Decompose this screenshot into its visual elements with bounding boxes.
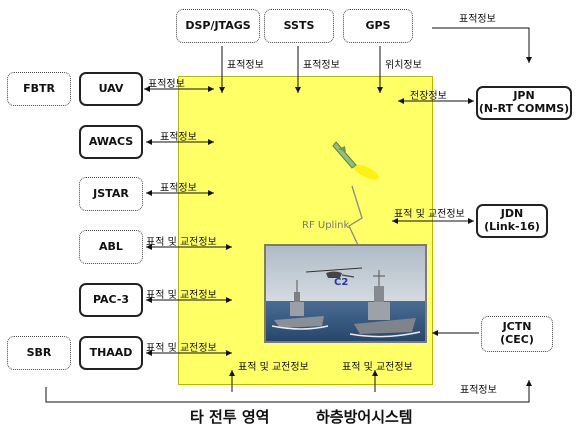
caption-lower-tier-defense: 하층방어시스템 [316, 408, 413, 426]
gps-box: GPS [343, 9, 413, 43]
c2-label: C2 [334, 277, 349, 288]
abl-label: ABL [99, 239, 123, 253]
pac3-box: PAC-3 [79, 283, 143, 317]
link-label-jstar: 표적정보 [160, 183, 197, 194]
dsp-jtags-box: DSP/JTAGS [176, 9, 260, 43]
jdn-box: JDN (Link-16) [476, 204, 548, 238]
link-label-bottom-bracket: 표적정보 [460, 385, 497, 396]
pac3-label: PAC-3 [92, 292, 130, 306]
ships-photo: C2 [264, 244, 427, 343]
link-label-uav: 표적정보 [148, 79, 185, 90]
link-label-gps: 위치정보 [385, 60, 422, 71]
jpn-sublabel: (N-RT COMMS) [478, 102, 570, 115]
link-label-bottom-left: 표적 및 교전정보 [238, 362, 309, 373]
link-label-jdn: 표적 및 교전정보 [394, 209, 465, 220]
link-label-ssts: 표적정보 [303, 60, 340, 71]
jpn-label: JPN [513, 89, 535, 103]
jctn-label: JCTN [502, 320, 532, 334]
caption-other-battle-area: 타 전투 영역 [190, 408, 270, 426]
link-label-awacs: 표적정보 [160, 132, 197, 143]
abl-box: ABL [79, 230, 143, 264]
ssts-box: SSTS [264, 9, 334, 43]
link-label-dsp: 표적정보 [227, 60, 264, 71]
link-label-pac3: 표적 및 교전정보 [146, 290, 217, 301]
jdn-sublabel: (Link-16) [484, 220, 540, 233]
rf-uplink-label: RF Uplink [302, 220, 350, 231]
ships-illustration [266, 246, 425, 341]
jdn-label: JDN [500, 207, 524, 221]
sbr-box: SBR [7, 336, 71, 370]
uav-label: UAV [98, 81, 124, 95]
jpn-box: JPN (N-RT COMMS) [476, 86, 572, 120]
thaad-label: THAAD [89, 345, 133, 359]
fbtr-label: FBTR [23, 81, 55, 95]
jstar-box: JSTAR [79, 177, 143, 211]
sbr-label: SBR [26, 345, 52, 359]
jctn-sublabel: (CEC) [500, 333, 534, 346]
jstar-label: JSTAR [93, 186, 129, 200]
fbtr-box: FBTR [7, 72, 71, 106]
uav-box: UAV [79, 72, 143, 106]
jctn-box: JCTN (CEC) [481, 316, 553, 352]
link-label-abl: 표적 및 교전정보 [146, 237, 217, 248]
link-label-jpn: 전장정보 [410, 91, 447, 102]
link-label-thaad: 표적 및 교전정보 [146, 343, 217, 354]
dsp-jtags-label: DSP/JTAGS [185, 18, 251, 32]
link-label-top-right: 표적정보 [459, 14, 496, 25]
awacs-label: AWACS [88, 134, 134, 148]
awacs-box: AWACS [79, 125, 143, 159]
link-label-bottom-right: 표적 및 교전정보 [342, 362, 413, 373]
missile-icon [332, 141, 379, 180]
thaad-box: THAAD [79, 336, 143, 370]
gps-label: GPS [365, 18, 391, 32]
ssts-label: SSTS [283, 18, 315, 32]
